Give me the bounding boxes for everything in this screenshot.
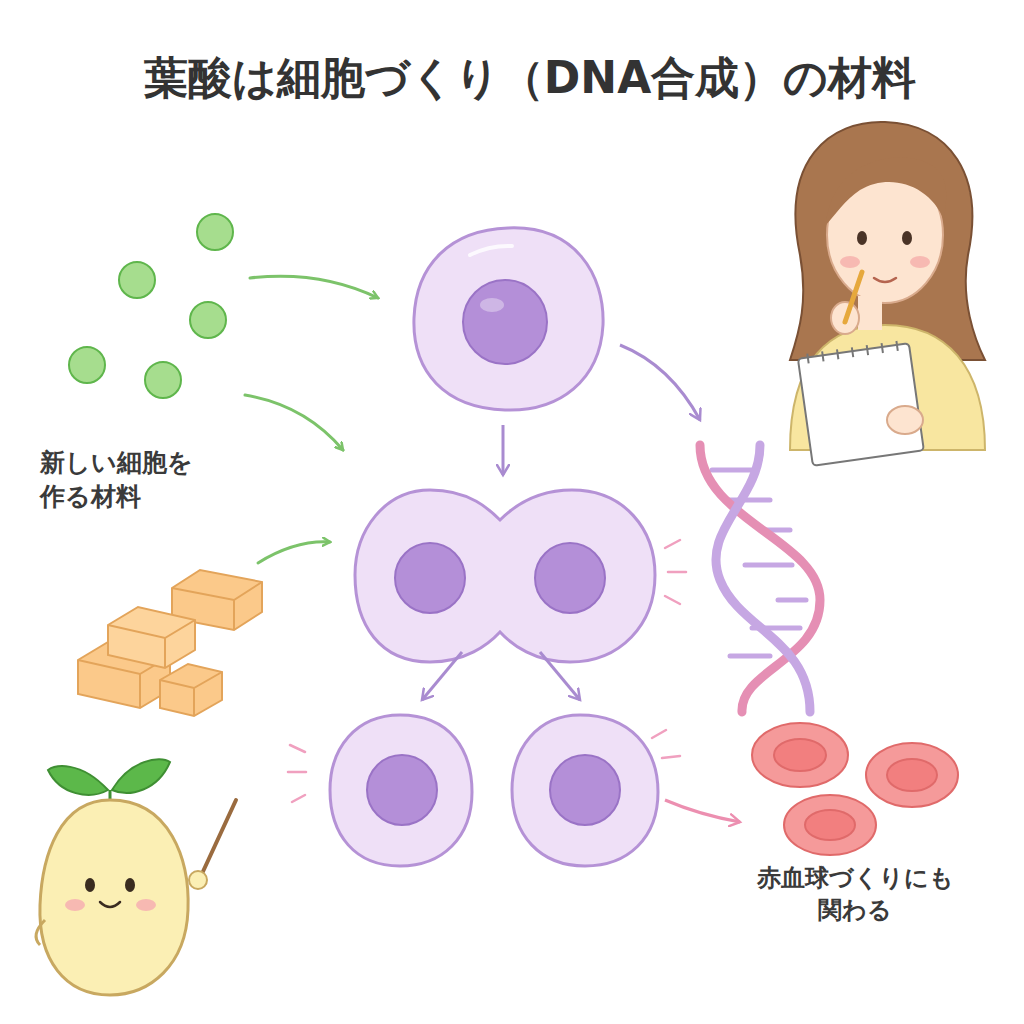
sprout-character	[36, 759, 236, 995]
diagram-title: 葉酸は細胞づくり（DNA合成）の材料	[60, 48, 1000, 107]
annotation-label: 赤血球づくりにも 関わる	[735, 862, 975, 927]
red-blood-cells	[752, 723, 958, 855]
division-arrow	[502, 425, 505, 475]
parent-cell	[414, 228, 603, 410]
dna-helix	[700, 445, 820, 712]
supply-arrows	[245, 276, 378, 563]
woman-illustration	[790, 122, 985, 466]
daughter-cells	[288, 715, 680, 866]
dividing-cell	[355, 490, 686, 662]
split-arrow	[422, 652, 462, 700]
split-arrow	[540, 652, 580, 700]
dna-arrow	[620, 345, 700, 420]
nutrient-dots	[69, 214, 233, 398]
annotation-label: 新しい細胞を 作る材料	[40, 446, 220, 514]
protein-blocks	[78, 570, 262, 716]
rbc-arrow	[665, 800, 740, 822]
